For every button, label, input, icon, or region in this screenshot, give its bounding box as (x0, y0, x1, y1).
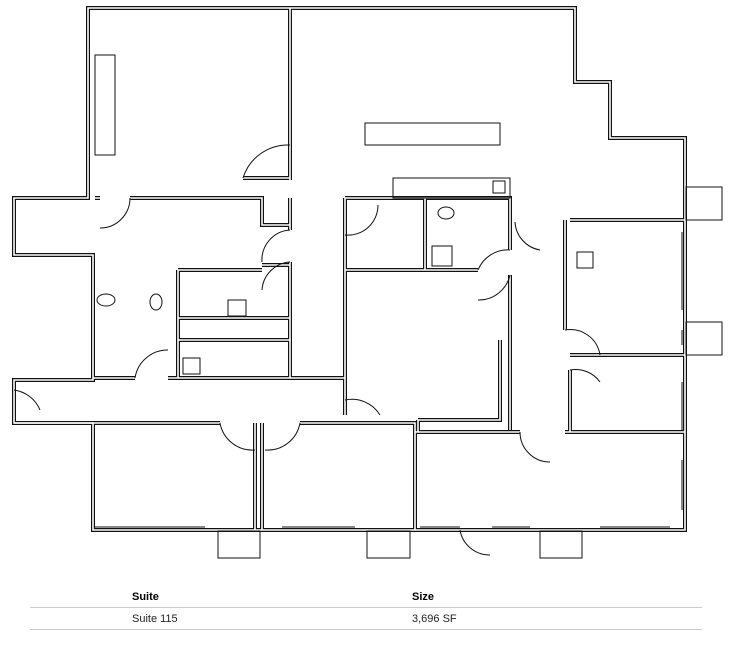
floor-plan (12, 6, 723, 559)
toilet-icon (149, 293, 163, 311)
cell-suite: Suite 115 (132, 612, 178, 625)
header-suite: Suite (132, 590, 159, 603)
header-size: Size (412, 590, 435, 603)
sink-icon (96, 293, 116, 307)
cell-size: 3,696 SF (412, 612, 457, 625)
sink-icon (492, 180, 506, 194)
toilet-icon (437, 206, 455, 220)
table-row: Suite 115 3,696 SF (30, 608, 702, 630)
sink-icon (576, 251, 594, 269)
fixtures (94, 54, 594, 375)
table-header: Suite Size (30, 586, 702, 608)
suite-table: Suite Size Suite 115 3,696 SF (30, 586, 702, 630)
sink-icon (431, 245, 453, 267)
doors (13, 144, 601, 556)
sink-icon (227, 299, 247, 317)
windows (95, 186, 723, 559)
sink-icon (182, 357, 201, 375)
